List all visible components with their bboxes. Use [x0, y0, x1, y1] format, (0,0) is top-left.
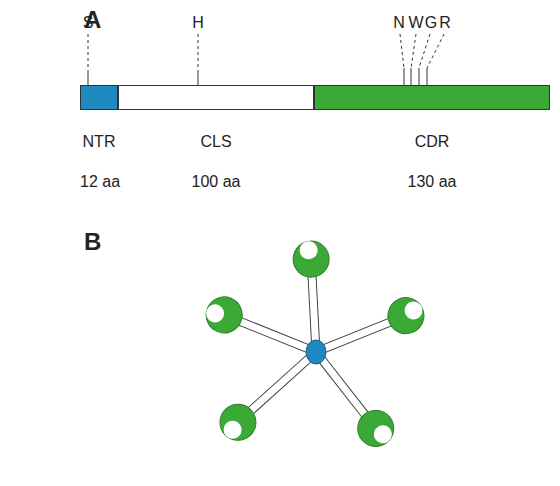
- domain-name: NTR: [80, 133, 118, 151]
- domain-bar: [118, 85, 314, 110]
- domain-length: 130 aa: [314, 173, 550, 191]
- oligomer-illustration: [201, 240, 430, 453]
- domain-name: CLS: [118, 133, 314, 151]
- domain-bar: [314, 85, 550, 110]
- domain-segment: CLS 100 aa: [118, 85, 314, 205]
- domain-segment: CDR 130 aa: [314, 85, 550, 205]
- residue-label: H: [192, 14, 204, 32]
- residue-label: S: [83, 14, 94, 32]
- panel-letter: B: [84, 228, 101, 256]
- residue-label: G: [425, 14, 437, 32]
- residue-label: W: [408, 14, 423, 32]
- domain-length: 100 aa: [118, 173, 314, 191]
- domain-segment: NTR 12 aa: [80, 85, 118, 205]
- leader-lines: [88, 34, 444, 85]
- domain-length: 12 aa: [80, 173, 118, 191]
- residue-label: N: [393, 14, 405, 32]
- domain-bar: [80, 85, 118, 110]
- domain-name: CDR: [314, 133, 550, 151]
- residue-label: R: [439, 14, 451, 32]
